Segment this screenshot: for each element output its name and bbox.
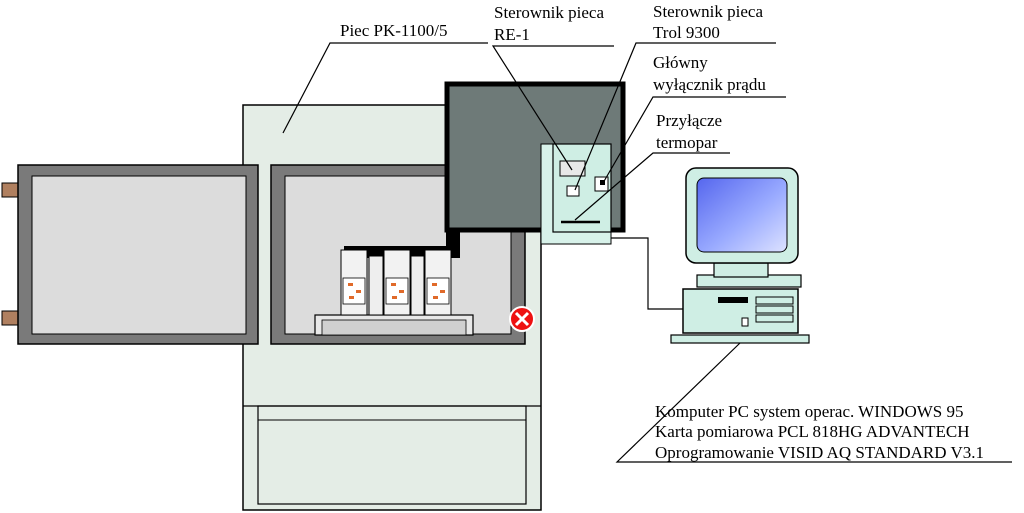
sample-tray-inner [321,319,467,336]
leader-pc [615,342,1012,463]
control-cabinet [444,81,626,245]
signal-cable [611,237,683,310]
label-controller-re1-line2: RE-1 [494,25,530,44]
leader-re1 [491,45,614,171]
leader-main-switch [602,96,786,184]
label-furnace: Piec PK-1100/5 [340,21,448,40]
leader-trol [574,42,776,191]
label-pc-line3: Oprogramowanie VISID AQ STANDARD V3.1 [655,443,984,462]
valve-icon [509,306,535,332]
controller-re1-button [566,185,580,197]
label-main-switch-line2: wyłącznik prądu [653,75,766,94]
pc-drive-bay-3 [755,314,794,323]
leader-furnace [282,42,488,134]
pc-power-button [741,317,749,327]
label-controller-trol-line1: Sterownik pieca [653,2,763,21]
furnace-chamber [270,164,526,345]
furnace-door [1,164,259,345]
label-pc-line2: Karta pomiarowa PCL 818HG ADVANTECH [655,422,969,441]
pc-keyboard-base [670,334,810,344]
controller-re1-display [559,160,586,177]
door-hinge-bottom [1,310,19,326]
label-pc-line1: Komputer PC system operac. WINDOWS 95 [655,402,963,421]
leader-thermocouple [574,152,730,221]
pc-floppy-drive [718,297,748,303]
label-thermocouple-line2: termopar [656,133,718,152]
leader-lines [282,42,1012,463]
pc-drive-bay-1 [755,296,794,305]
pc-drive-bay-2 [755,305,794,314]
door-panel [31,175,247,335]
computer-icon [670,167,810,344]
label-main-switch-line1: Główny [653,53,708,72]
sample-holders [340,249,452,316]
door-hinge-top [1,182,19,198]
furnace-base-inner [257,405,527,505]
monitor-stand-neck [713,262,769,278]
label-controller-re1-line1: Sterownik pieca [494,3,604,22]
label-controller-trol-line2: Trol 9300 [653,23,720,42]
monitor-screen [696,177,788,253]
label-thermocouple-line1: Przyłącze [656,111,722,130]
main-switch [600,180,605,185]
